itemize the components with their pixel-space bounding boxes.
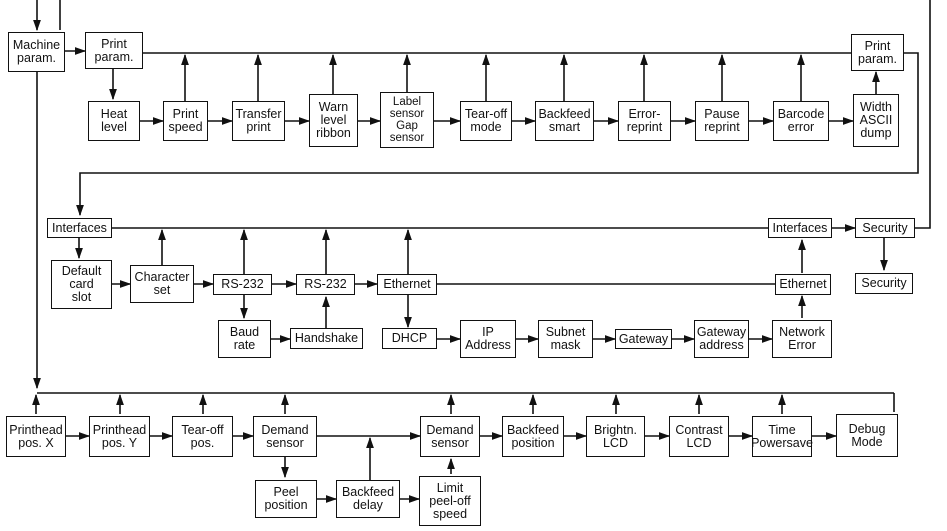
node-debug-mode: Debug Mode xyxy=(836,414,898,457)
node-backfeed-delay: Backfeed delay xyxy=(336,480,400,518)
node-backfeed-smart: Backfeed smart xyxy=(535,101,594,141)
node-label: Debug Mode xyxy=(848,421,886,449)
node-machine-param: Machine param. xyxy=(8,32,65,72)
node-label: IP Address xyxy=(465,325,511,352)
node-label: Interfaces xyxy=(52,220,107,235)
node-subnet-mask: Subnet mask xyxy=(538,320,593,358)
node-label: Gateway address xyxy=(696,325,747,352)
node-label: Network Error xyxy=(779,325,825,352)
node-heat-level: Heat level xyxy=(88,101,140,141)
node-security-2: Security xyxy=(855,273,913,294)
node-label: Character set xyxy=(134,270,190,297)
node-limit-peel-off-speed: Limit peel-off speed xyxy=(419,476,481,526)
node-warn-level-ribbon: Warn level ribbon xyxy=(309,94,358,147)
node-label: Backfeed delay xyxy=(341,485,395,512)
node-print-param: Print param. xyxy=(85,32,143,69)
node-label: Print param. xyxy=(858,38,897,66)
node-label: Printhead pos. Y xyxy=(92,422,147,450)
node-print-speed: Print speed xyxy=(163,101,208,141)
node-ip-address: IP Address xyxy=(460,320,516,358)
node-time-powersave: Time Powersave xyxy=(751,416,813,457)
node-error-reprint: Error- reprint xyxy=(618,101,671,141)
node-label: Limit peel-off speed xyxy=(429,480,471,521)
node-label: Label sensor Gap sensor xyxy=(389,96,425,144)
node-label: Tear-off mode xyxy=(464,107,508,134)
node-label: Subnet mask xyxy=(545,325,586,352)
node-contrast-lcd: Contrast LCD xyxy=(669,416,729,457)
node-ethernet-2: Ethernet xyxy=(775,274,831,295)
node-label: Security xyxy=(862,220,908,235)
node-rs232-2: RS-232 xyxy=(296,274,355,295)
node-ethernet: Ethernet xyxy=(377,274,437,295)
node-label: RS-232 xyxy=(304,277,347,291)
node-label: Transfer print xyxy=(235,107,282,134)
node-label: Error- reprint xyxy=(626,107,663,134)
node-print-param-2: Print param. xyxy=(851,34,904,71)
node-label: Baud rate xyxy=(229,325,260,352)
node-barcode-error: Barcode error xyxy=(773,101,829,141)
node-security: Security xyxy=(855,218,915,238)
node-label: Gateway xyxy=(618,331,669,346)
node-label: Machine param. xyxy=(12,38,61,65)
node-interfaces: Interfaces xyxy=(47,218,112,238)
node-label: Backfeed position xyxy=(506,422,560,450)
node-peel-position: Peel position xyxy=(255,480,317,518)
node-label: Interfaces xyxy=(772,220,828,235)
node-label: Peel position xyxy=(264,485,308,512)
node-interfaces-2: Interfaces xyxy=(768,218,832,238)
node-default-card-slot: Default card slot xyxy=(51,260,112,309)
node-label: Security xyxy=(861,276,907,290)
node-handshake: Handshake xyxy=(290,328,363,349)
node-gateway-address: Gateway address xyxy=(694,320,749,358)
node-label: Print speed xyxy=(168,107,203,134)
node-pause-reprint: Pause reprint xyxy=(695,101,749,141)
node-label: DHCP xyxy=(391,331,428,345)
node-label: Print param. xyxy=(94,36,134,64)
node-demand-sensor-2: Demand sensor xyxy=(420,416,480,457)
node-label: Handshake xyxy=(294,331,359,345)
node-rs232-1: RS-232 xyxy=(213,274,272,295)
node-label: Brightn. LCD xyxy=(593,422,638,450)
node-dhcp: DHCP xyxy=(382,328,437,349)
node-label: Tear-off pos. xyxy=(181,422,224,450)
node-transfer-print: Transfer print xyxy=(232,101,285,141)
node-label: Ethernet xyxy=(383,277,431,291)
node-label: Warn level ribbon xyxy=(316,100,351,140)
node-label: Width ASCII dump xyxy=(859,100,893,140)
node-label-sensor-gap-sensor: Label sensor Gap sensor xyxy=(380,92,434,148)
node-baud-rate: Baud rate xyxy=(218,320,271,358)
node-label: Printhead pos. X xyxy=(9,422,63,450)
node-label: Heat level xyxy=(100,107,128,134)
node-character-set: Character set xyxy=(130,265,194,303)
node-printhead-pos-x: Printhead pos. X xyxy=(6,416,66,457)
node-printhead-pos-y: Printhead pos. Y xyxy=(89,416,150,457)
node-label: Ethernet xyxy=(779,277,827,291)
node-demand-sensor: Demand sensor xyxy=(253,416,317,457)
node-label: Demand sensor xyxy=(426,422,474,450)
wire xyxy=(76,52,919,217)
node-gateway: Gateway xyxy=(615,329,672,349)
node-label: Backfeed smart xyxy=(538,107,591,134)
node-label: Contrast LCD xyxy=(675,422,723,450)
wire-group xyxy=(32,0,931,503)
wire xyxy=(915,0,931,229)
node-label: Default card slot xyxy=(61,264,102,304)
node-label: Barcode error xyxy=(777,107,825,134)
node-width-ascii-dump: Width ASCII dump xyxy=(853,94,899,147)
node-label: RS-232 xyxy=(221,277,264,291)
node-label: Pause reprint xyxy=(704,107,740,134)
node-tear-off-mode: Tear-off mode xyxy=(460,101,512,141)
node-backfeed-position: Backfeed position xyxy=(502,416,564,457)
node-network-error: Network Error xyxy=(772,320,832,358)
node-label: Demand sensor xyxy=(261,422,309,450)
node-tear-off-pos: Tear-off pos. xyxy=(172,416,233,457)
node-label: Time Powersave xyxy=(751,422,813,450)
node-brightn-lcd: Brightn. LCD xyxy=(586,416,645,457)
